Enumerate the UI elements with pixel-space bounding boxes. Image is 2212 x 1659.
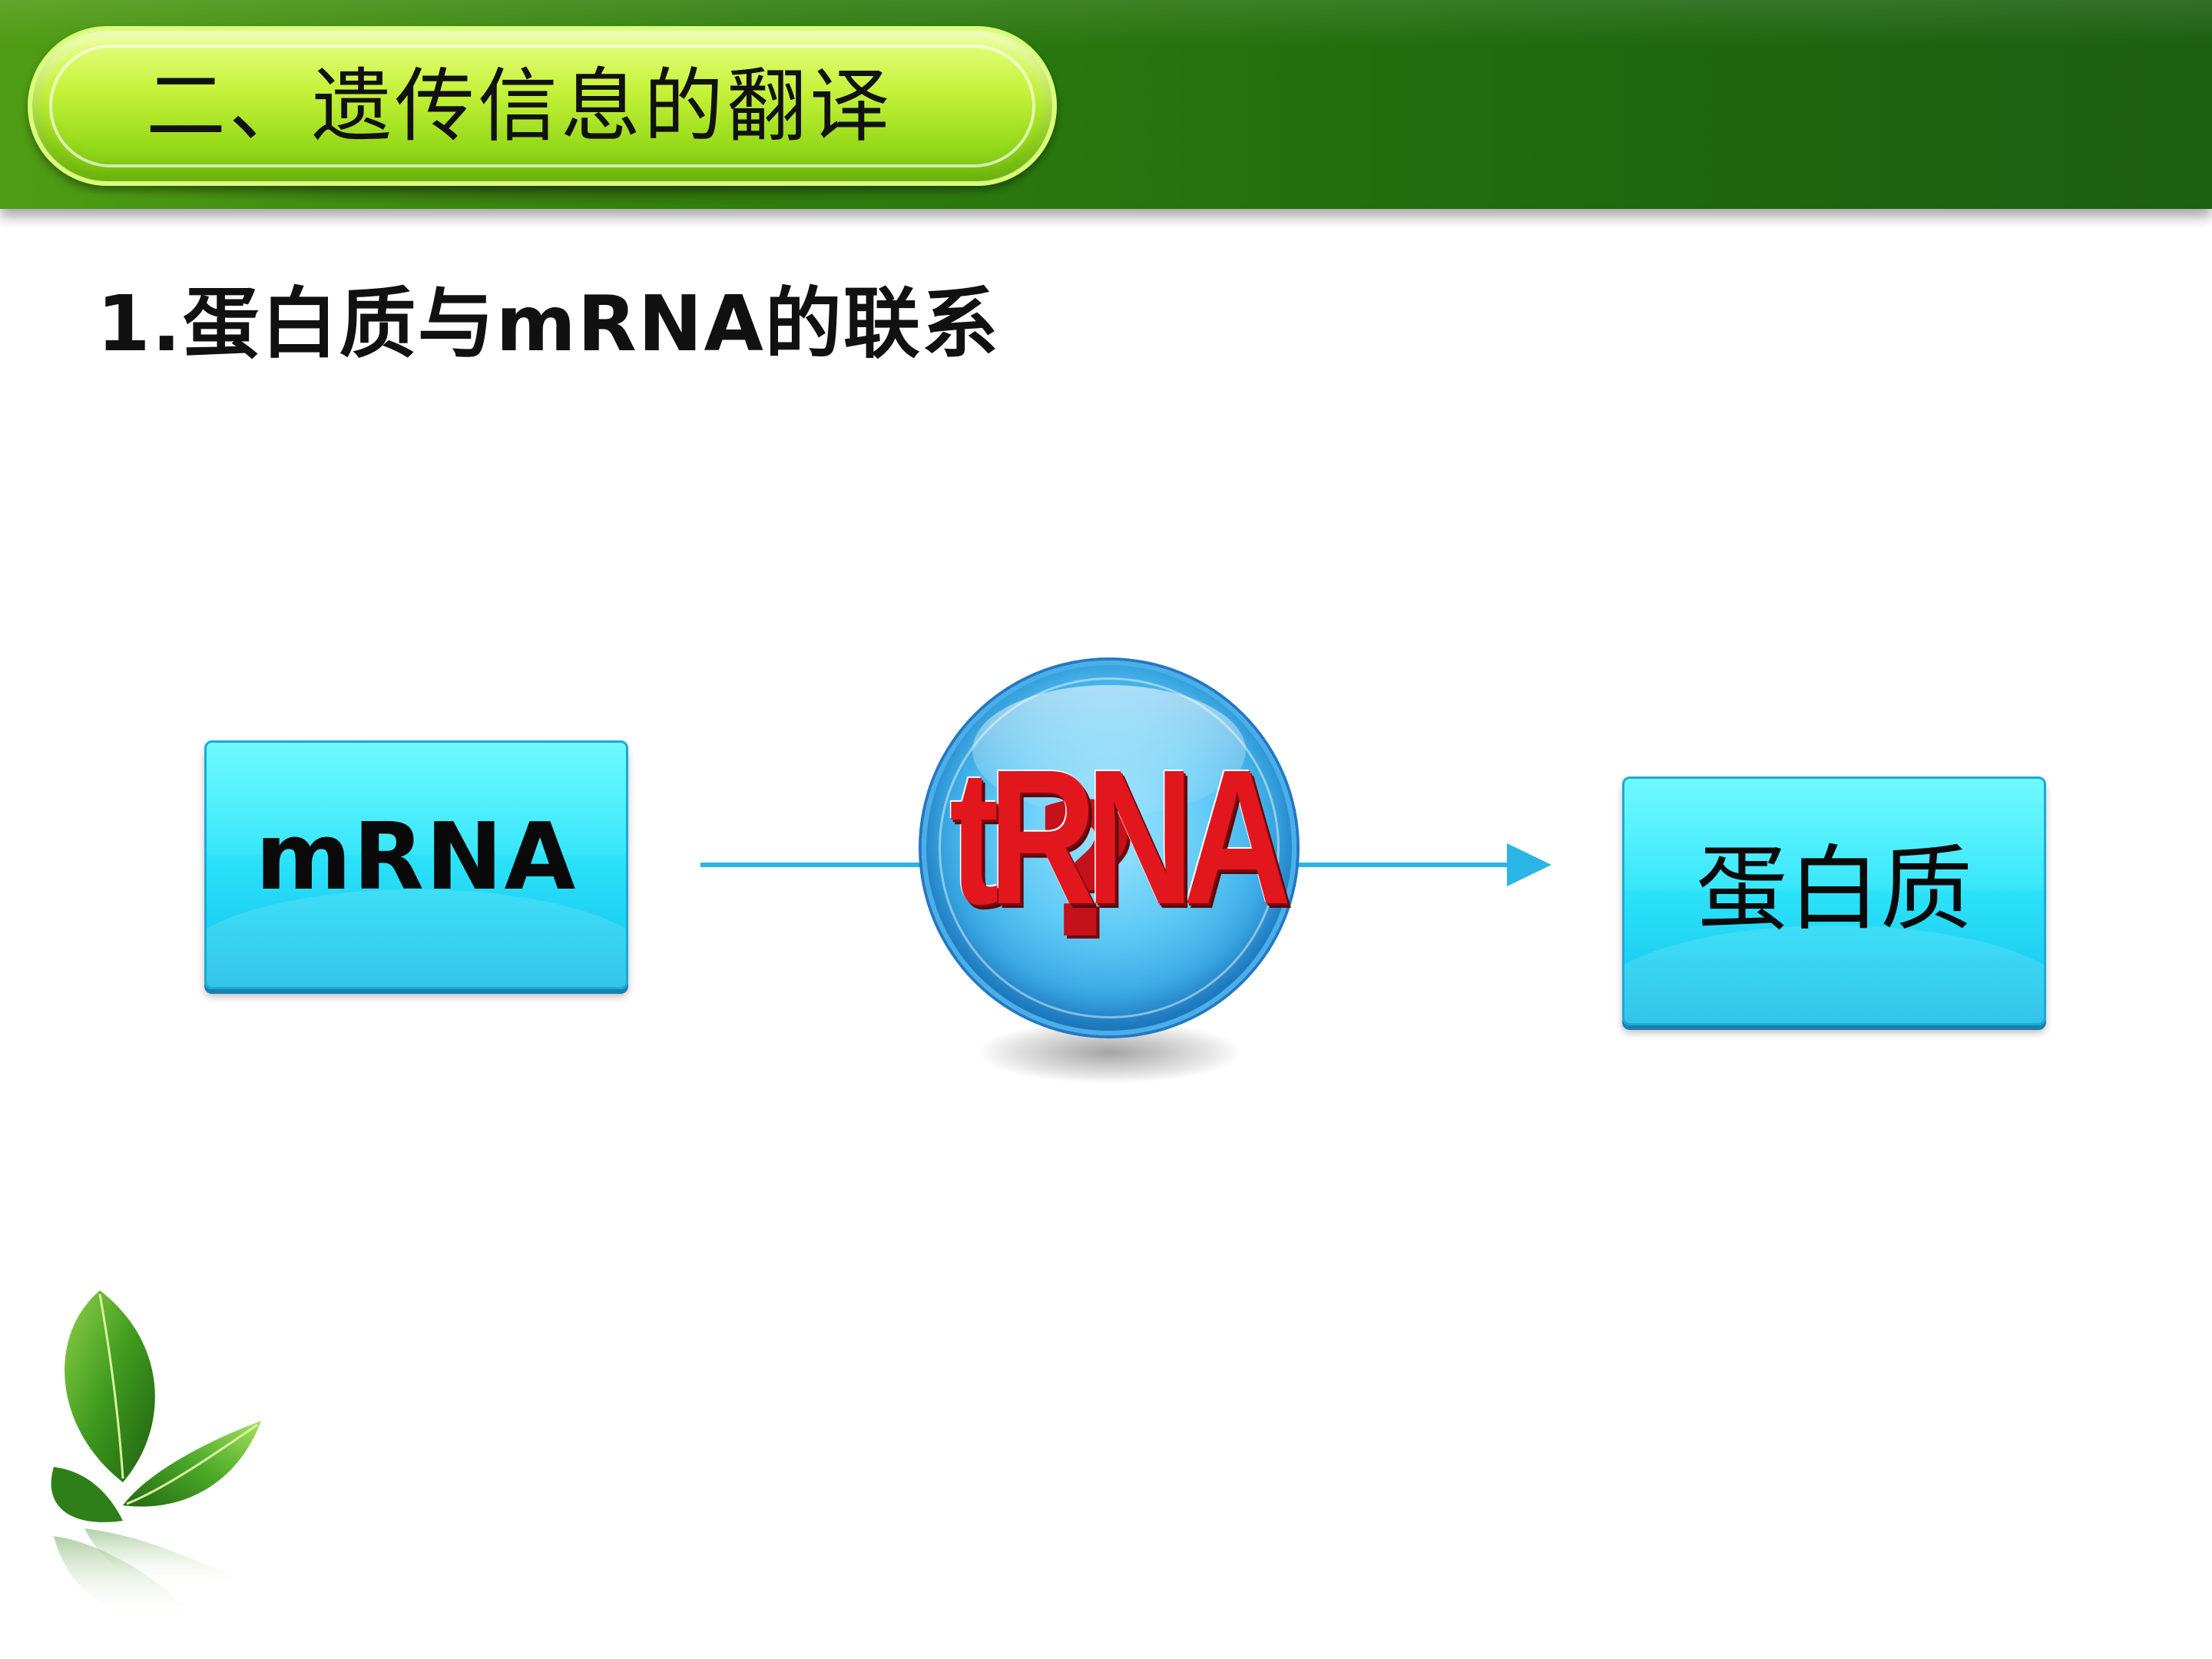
slide-subtitle: 1.蛋白质与mRNA的联系: [97, 279, 1000, 369]
question-mark-icon: ?: [1032, 764, 1140, 979]
trna-label: tRNA: [949, 730, 1291, 944]
protein-label: 蛋白质: [1696, 836, 1972, 943]
box-arc: [207, 889, 626, 987]
mrna-label: mRNA: [255, 804, 578, 911]
box-sheen: [1624, 779, 2044, 892]
box-arc: [1624, 925, 2044, 1023]
leaf-decoration-icon: [51, 1290, 261, 1620]
box-sheen: [207, 743, 626, 856]
sphere-rim: [939, 677, 1280, 1018]
protein-box: 蛋白质: [1622, 777, 2046, 1025]
title-pill-inner-rim: [49, 45, 1035, 167]
arrow-head-icon: [1507, 843, 1551, 886]
slide-title: 二、遗传信息的翻译: [146, 59, 893, 153]
mrna-box: mRNA: [204, 740, 628, 989]
trna-sphere: [922, 661, 1296, 1035]
title-pill: [28, 26, 1057, 186]
